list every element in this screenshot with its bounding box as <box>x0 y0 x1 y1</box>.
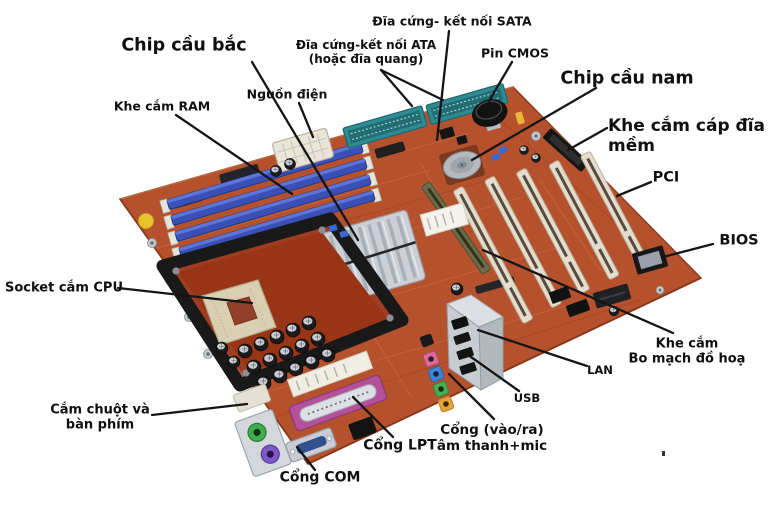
jumper-blocks <box>328 111 591 318</box>
lpt-port <box>288 374 388 432</box>
annotation-arrows <box>116 29 715 472</box>
southbridge-chip <box>439 144 485 186</box>
label-pin-cmos: Pin CMOS <box>481 45 549 61</box>
label-khe-cam-ram: Khe cắm RAM <box>113 98 211 114</box>
label-usb: USB <box>513 391 541 406</box>
label-bios: BIOS <box>719 232 759 249</box>
label-chip-cau-bac: Chip cầu bắc <box>121 35 247 56</box>
label-ata: Đĩa cứng-kết nối ATA(hoặc đĩa quang) <box>295 37 437 66</box>
label-chip-cau-nam: Chip cầu nam <box>560 68 694 89</box>
bios-chip <box>592 245 668 309</box>
sata-header <box>439 126 455 140</box>
ata-connectors <box>342 83 509 149</box>
usb-lan-ports <box>445 294 505 391</box>
ps2-ports <box>234 409 292 477</box>
label-socket-cpu: Socket cắm CPU <box>4 280 124 296</box>
lan-port <box>451 316 469 330</box>
label-cong-lpt: Cổng LPT <box>363 437 437 454</box>
label-lan: LAN <box>587 363 613 378</box>
floppy-connector <box>543 128 589 172</box>
audio-jacks <box>419 333 455 413</box>
yellow-sticker <box>138 213 154 229</box>
cpu-socket <box>156 212 409 392</box>
label-sata: Đĩa cứng- kết nối SATA <box>372 13 532 29</box>
label-cong-com: Cổng COM <box>279 469 361 486</box>
io-ports <box>233 294 505 477</box>
image-speck <box>662 451 665 456</box>
usb-port <box>453 331 471 345</box>
label-cong-am-thanh: Cổng (vào/ra)âm thanh+mic <box>436 422 548 454</box>
usb-port <box>459 361 477 375</box>
label-pci: PCI <box>652 169 680 186</box>
com-port <box>285 427 337 463</box>
label-nguon-dien: Nguồn điện <box>246 86 328 102</box>
cmos-battery <box>472 99 508 132</box>
heatsink-sticker <box>419 202 470 237</box>
